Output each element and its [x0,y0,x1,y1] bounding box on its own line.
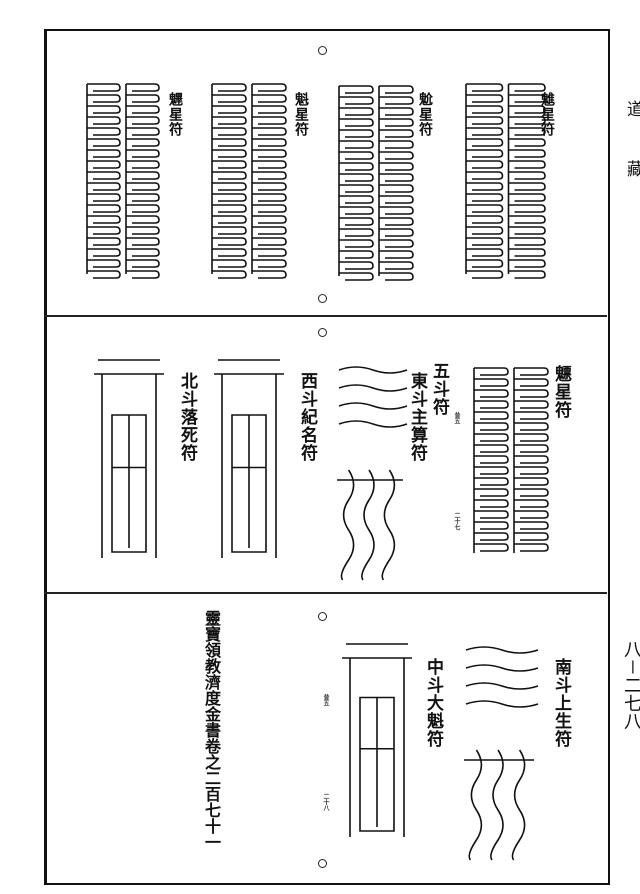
talisman-label: 魁星符 [293,92,309,137]
binding-hole [318,328,327,337]
talisman-drawing [83,78,161,279]
block-mark: 二十七 [453,512,460,530]
talisman-label: 東斗主算符 [407,372,427,462]
block-mark: 昔五 [453,412,460,424]
talisman-drawing [210,352,288,562]
talisman-stroke [473,367,549,553]
binding-hole [318,46,327,55]
margin-char-dao: 道 [623,100,640,117]
binding-hole [318,859,327,868]
talisman-drawing [208,78,288,279]
talisman-stroke [86,83,160,279]
talisman-drawing [470,362,550,557]
block-mark: 二十八 [322,793,329,811]
talisman-drawing [335,360,408,581]
talisman-drawing [462,78,547,279]
talisman-label: 魀星符 [417,92,433,137]
talisman-drawing [90,352,168,562]
volume-title: 靈寶領教濟度金書卷之二百七十一 [202,610,221,850]
talisman-stroke [214,359,284,558]
talisman-label: 五斗符 [429,362,449,416]
talisman-label: 中斗大魁符 [423,658,443,748]
talisman-drawing [462,640,539,861]
talisman-label: 魓星符 [167,92,183,137]
panel-divider [44,315,607,317]
talisman-label: 魒星符 [551,365,571,419]
binding-hole [318,612,327,621]
talisman-stroke [342,643,412,837]
margin-char-zang: 藏 [623,160,640,177]
talisman-stroke [337,366,408,581]
talisman-stroke [464,646,539,861]
talisman-stroke [94,359,164,558]
talisman-stroke [338,85,414,281]
binding-hole [318,294,327,303]
talisman-stroke [211,83,287,279]
talisman-label: 南斗上生符 [551,658,571,748]
talisman-label: 魋星符 [539,92,555,137]
panel-divider [44,592,607,594]
talisman-stroke [465,83,546,279]
talisman-label: 北斗落死符 [177,372,197,462]
talisman-drawing [338,636,416,841]
page-frame [44,29,610,885]
talisman-drawing [335,80,415,281]
page-number: 八－二七八 [621,640,640,730]
block-mark: 昔五 [322,694,329,706]
talisman-label: 西斗紀名符 [297,372,317,462]
